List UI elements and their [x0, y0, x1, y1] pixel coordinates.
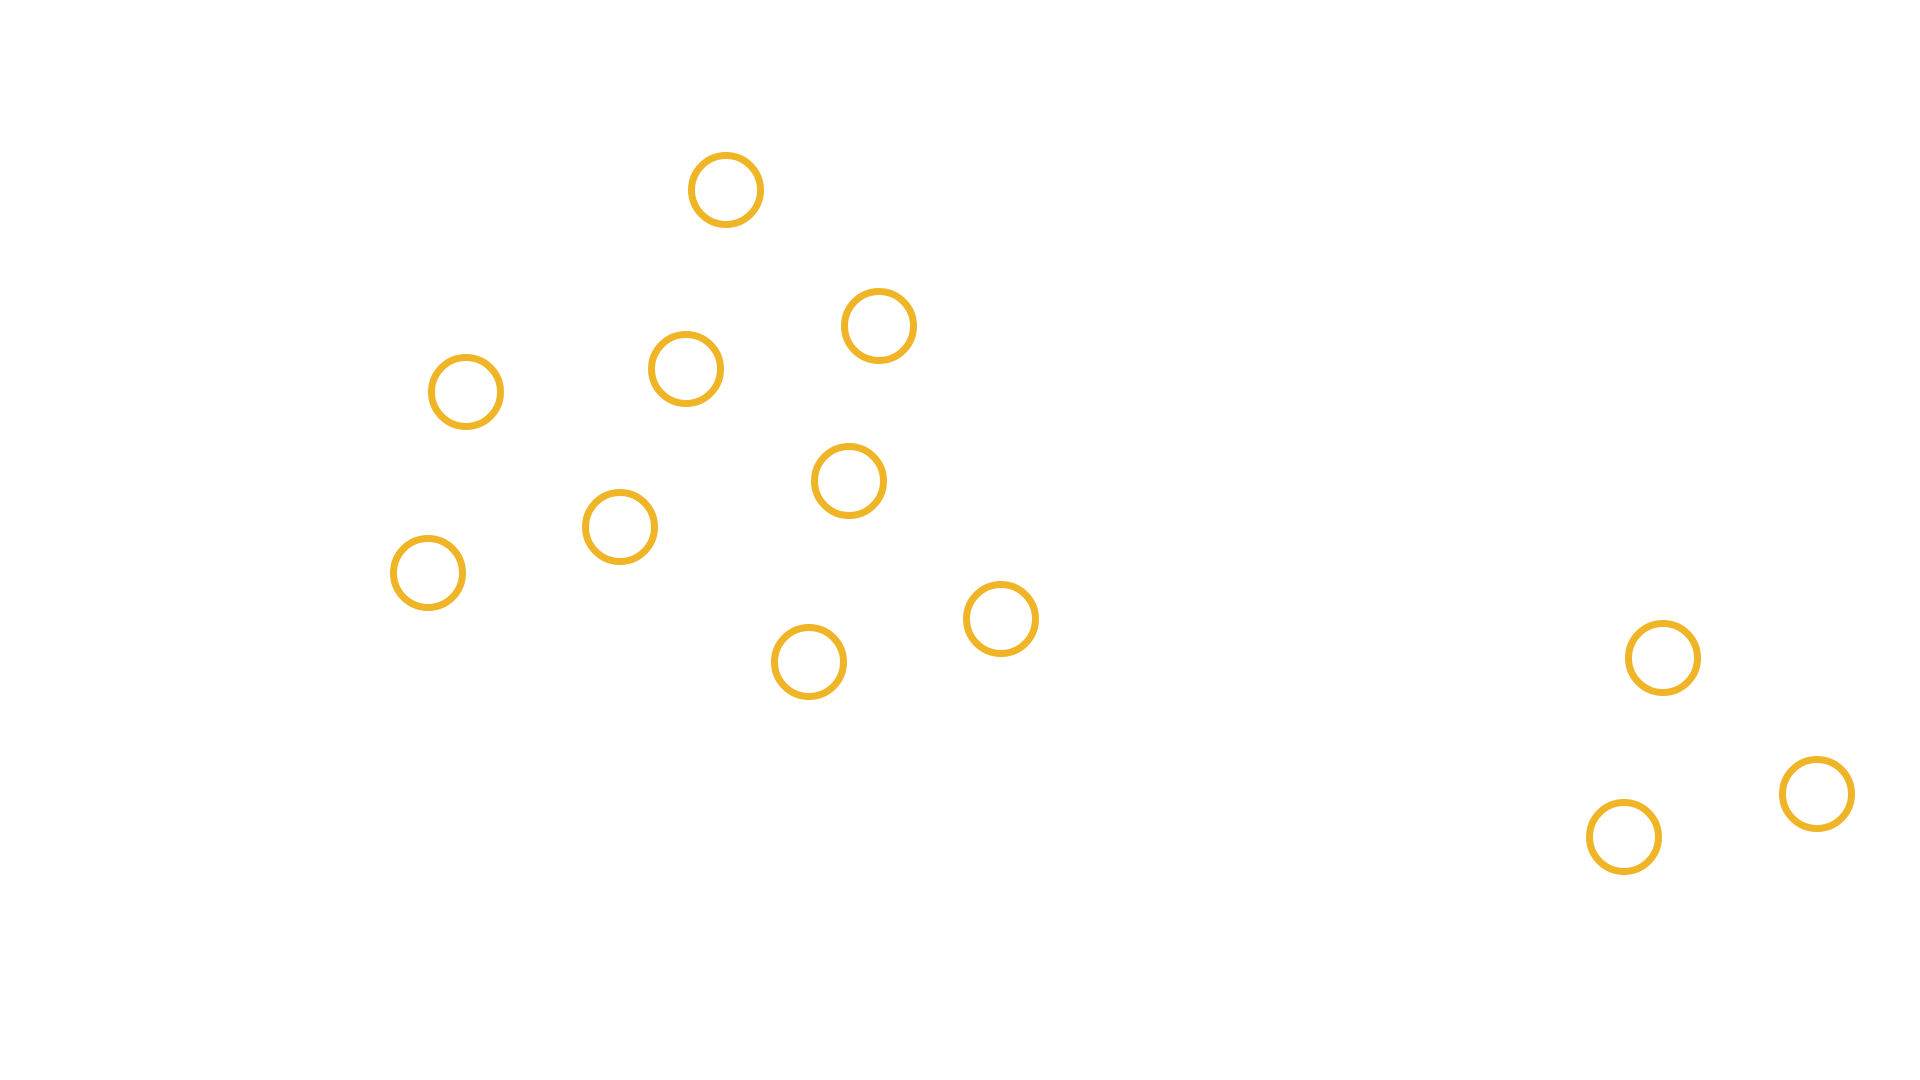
ring-4 [648, 331, 724, 407]
ring-9 [963, 581, 1039, 657]
ring-6 [582, 489, 658, 565]
ring-3 [428, 354, 504, 430]
ring-8 [771, 624, 847, 700]
ring-5 [811, 443, 887, 519]
ring-10 [1625, 620, 1701, 696]
ring-12 [1586, 799, 1662, 875]
ring-7 [390, 535, 466, 611]
ring-11 [1779, 756, 1855, 832]
ring-1 [688, 152, 764, 228]
ring-2 [841, 288, 917, 364]
